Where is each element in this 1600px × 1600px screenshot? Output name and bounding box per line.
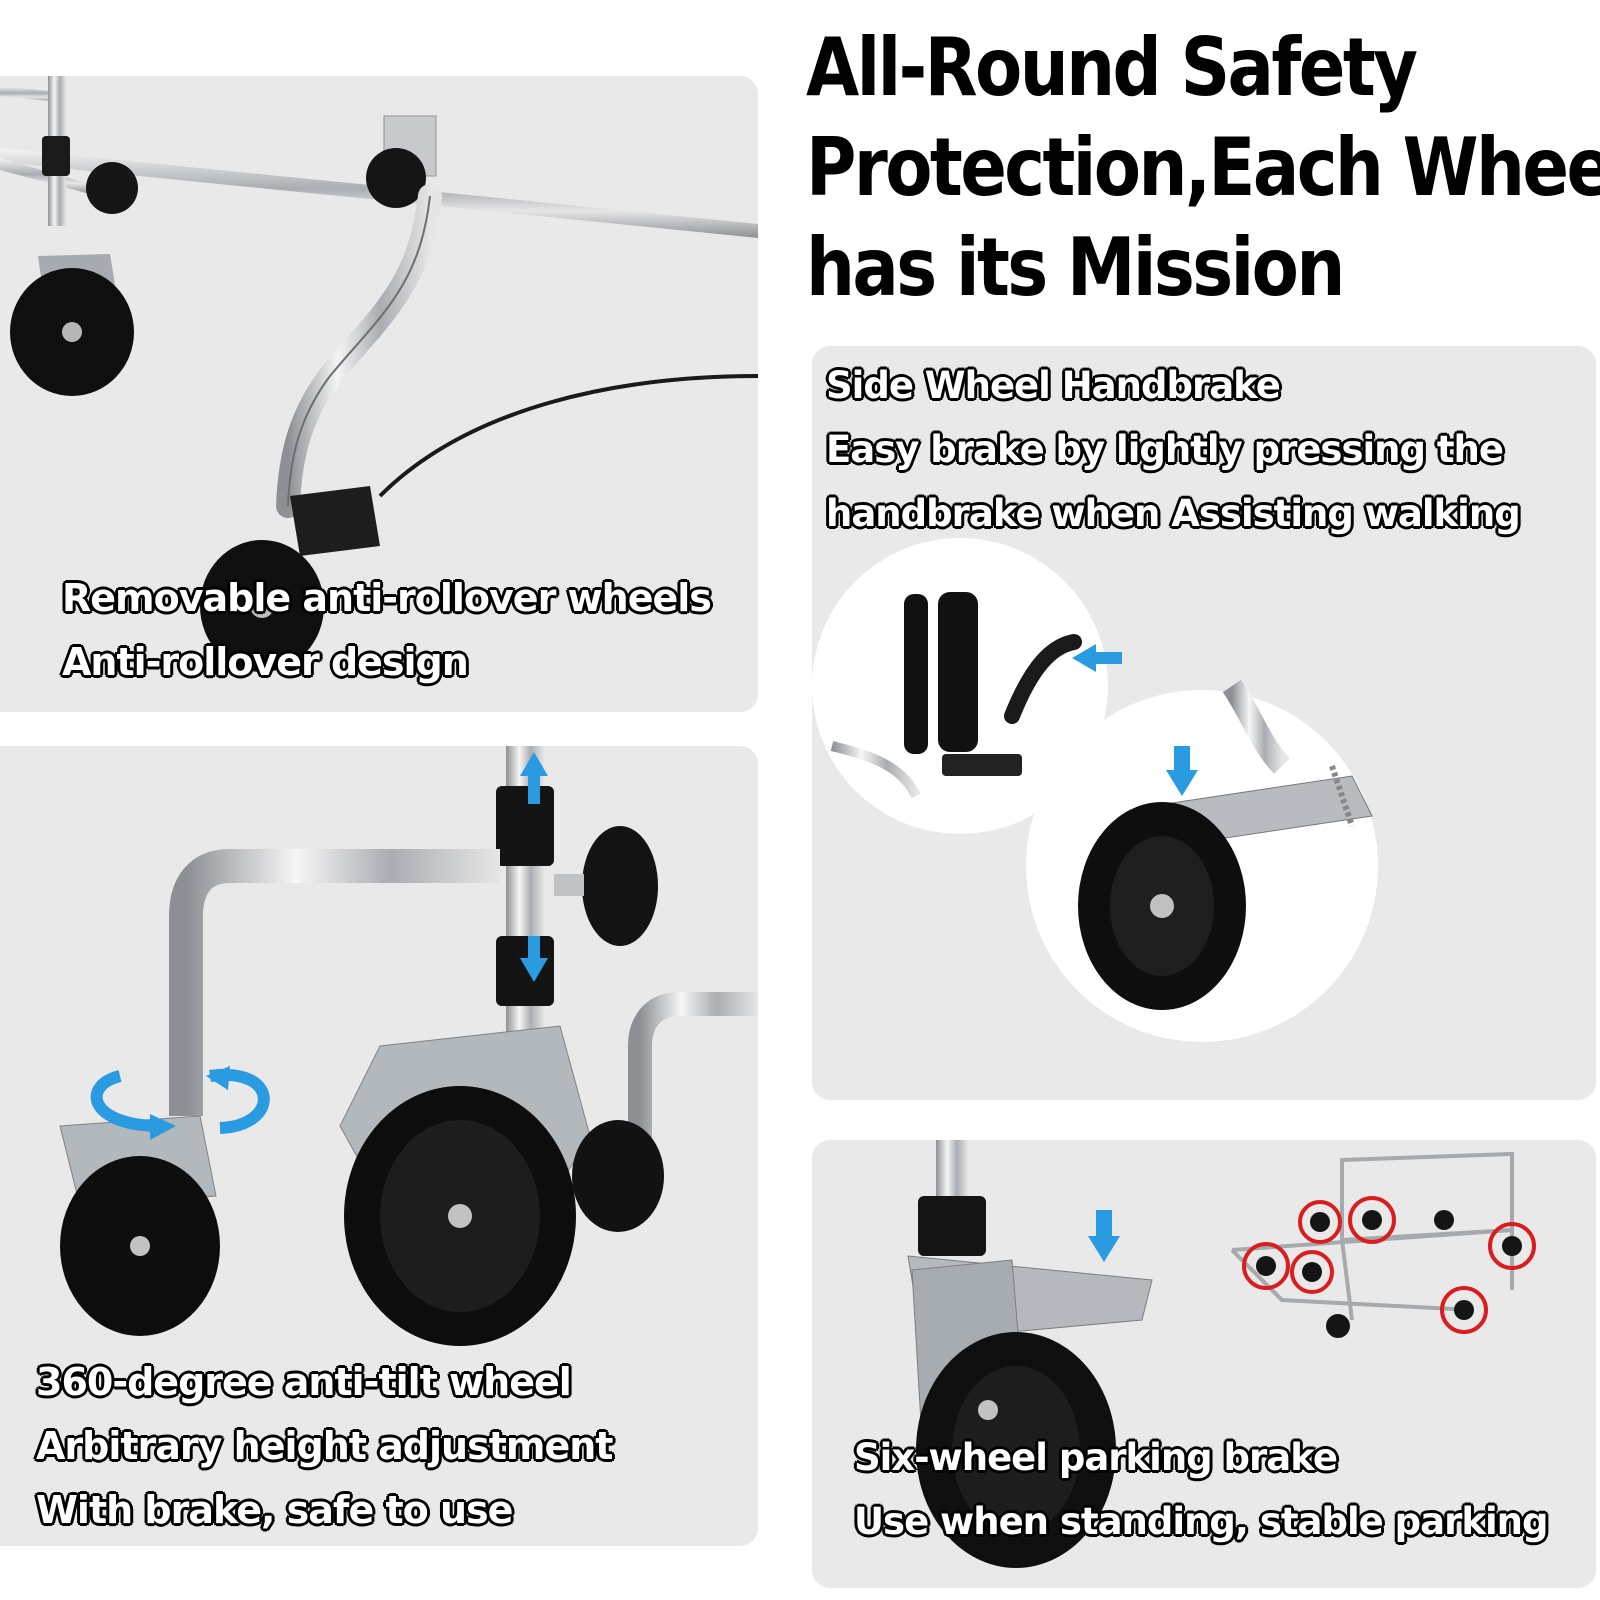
panel-anti-rollover-wheels: [0, 76, 758, 712]
caption-parking-brake: Six-wheel parking brake Use when standin…: [854, 1426, 1548, 1554]
headline-line-3: has its Mission: [806, 221, 1345, 314]
headline-line-2: Protection,Each Wheel: [806, 121, 1600, 214]
caption-anti-rollover: Removable anti-rollover wheels Anti-roll…: [62, 566, 712, 694]
headline-line-1: All-Round Safety: [806, 21, 1418, 114]
arrow-down-icon: [1166, 746, 1198, 796]
panel-side-wheel-handbrake: [812, 346, 1596, 1100]
arrow-left-icon: [1072, 644, 1122, 672]
caption-anti-tilt-brake: With brake, safe to use: [36, 1488, 513, 1532]
headline: All-Round Safety Protection,Each Wheel h…: [806, 18, 1600, 318]
red-circle-highlight-icon: [1242, 1196, 1536, 1334]
anti-rollover-wheel-illustration: [0, 76, 758, 672]
caption-handbrake-desc-2: handbrake when Assisting walking: [826, 492, 1521, 535]
anti-tilt-wheel-illustration: [59, 746, 758, 1346]
arrow-down-icon: [520, 936, 548, 982]
caption-handbrake-desc-1: Easy brake by lightly pressing the: [826, 428, 1504, 471]
rotate-arrows-icon: [90, 1066, 270, 1140]
caption-anti-tilt-height: Arbitrary height adjustment: [36, 1424, 613, 1468]
caption-parking-brake-title: Six-wheel parking brake: [854, 1436, 1338, 1479]
caption-parking-brake-desc: Use when standing, stable parking: [854, 1500, 1548, 1543]
caption-anti-tilt: 360-degree anti-tilt wheel Arbitrary hei…: [36, 1350, 613, 1542]
handbrake-illustration: [812, 538, 1378, 1042]
panel-anti-tilt-wheel: [0, 746, 758, 1546]
caption-handbrake-title: Side Wheel Handbrake: [826, 364, 1281, 407]
caption-anti-rollover-title: Removable anti-rollover wheels: [62, 576, 712, 620]
arrow-up-icon: [520, 752, 548, 804]
walker-frame-miniature: [1230, 1151, 1514, 1321]
caption-anti-tilt-title: 360-degree anti-tilt wheel: [36, 1360, 572, 1404]
caption-anti-rollover-desc: Anti-rollover design: [62, 640, 469, 684]
panel-parking-brake: [812, 1140, 1596, 1588]
caption-handbrake: Side Wheel Handbrake Easy brake by light…: [826, 354, 1521, 546]
arrow-down-icon: [1088, 1210, 1120, 1262]
parking-brake-illustration: [907, 1140, 1536, 1568]
